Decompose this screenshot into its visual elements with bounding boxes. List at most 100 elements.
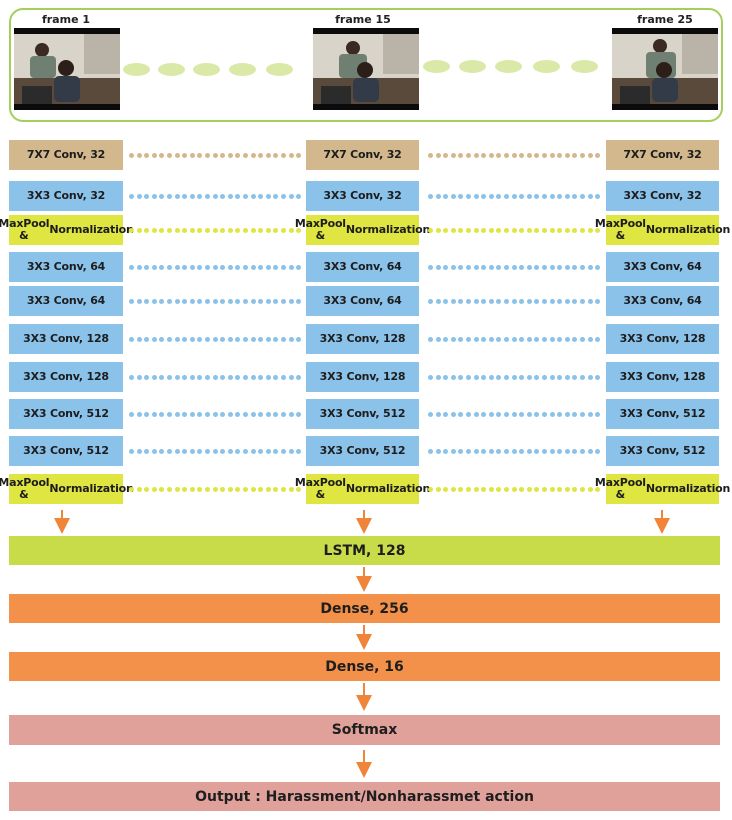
- connector-dot: [273, 336, 278, 342]
- connector-dot: [137, 152, 142, 158]
- connector-dot: [281, 298, 286, 304]
- connector-dot: [512, 448, 517, 454]
- output-layer: Output : Harassment/Nonharassmet action: [9, 782, 720, 811]
- connector-dot: [474, 152, 479, 158]
- connector-dot: [489, 298, 494, 304]
- connector-dot: [534, 336, 539, 342]
- connector-dot: [175, 298, 180, 304]
- connector-dot: [436, 264, 441, 270]
- connector-dot: [213, 298, 218, 304]
- connector-dot: [235, 336, 240, 342]
- connector-dot: [220, 193, 225, 199]
- connector-dot: [489, 152, 494, 158]
- connector-dot: [228, 152, 233, 158]
- connector-dot: [496, 193, 501, 199]
- connector-dot: [144, 486, 149, 492]
- connector-dot: [213, 374, 218, 380]
- connector-dot: [474, 336, 479, 342]
- connector-dot: [144, 193, 149, 199]
- layer-block-conv3: 3X3 Conv, 32: [9, 181, 123, 211]
- connector-dot: [152, 193, 157, 199]
- connector-dot: [512, 227, 517, 233]
- connector-dot: [129, 336, 134, 342]
- connector-dot: [289, 336, 294, 342]
- connector-dot: [481, 486, 486, 492]
- frame-gap-ellipse: [229, 63, 256, 76]
- connector-dot: [595, 374, 600, 380]
- frame-label-1: frame 1: [41, 13, 91, 26]
- connector-dot: [159, 227, 164, 233]
- connector-dot: [152, 411, 157, 417]
- connector-dot: [144, 448, 149, 454]
- connector-dot: [296, 374, 301, 380]
- connector-dot: [565, 193, 570, 199]
- layer-block-conv7: 7X7 Conv, 32: [306, 140, 419, 170]
- connector-dot: [466, 336, 471, 342]
- connector-dot: [167, 411, 172, 417]
- layer-block-pool: MaxPool &Normalization: [595, 474, 730, 504]
- connector-dot: [534, 264, 539, 270]
- connector-dot: [451, 152, 456, 158]
- layer-block-conv3: 3X3 Conv, 64: [606, 252, 719, 282]
- connector-dot: [595, 193, 600, 199]
- connector-dot: [519, 411, 524, 417]
- connector-dot: [228, 264, 233, 270]
- connector-dot: [527, 193, 532, 199]
- connector-dot: [527, 411, 532, 417]
- connector-dot: [129, 374, 134, 380]
- connector-dot: [281, 486, 286, 492]
- layer-label-line: MaxPool &: [594, 217, 646, 242]
- connector-dot: [466, 227, 471, 233]
- layer-block-conv3: 3X3 Conv, 512: [306, 436, 419, 466]
- connector-dot: [167, 336, 172, 342]
- connector-dot: [443, 336, 448, 342]
- connector-dot: [152, 486, 157, 492]
- connector-dot: [428, 298, 433, 304]
- connector-dot: [428, 486, 433, 492]
- frame-gap-ellipse: [423, 60, 450, 73]
- layer-block-conv7: 7X7 Conv, 32: [9, 140, 123, 170]
- connector-dot: [129, 486, 134, 492]
- connector-dot: [588, 411, 593, 417]
- frame-image-15: [313, 28, 419, 110]
- connector-dot: [565, 298, 570, 304]
- connector-dot: [243, 227, 248, 233]
- connector-dot: [565, 336, 570, 342]
- connector-dot: [213, 193, 218, 199]
- connector-dot: [580, 486, 585, 492]
- connector-dot: [243, 264, 248, 270]
- connector-dot: [273, 298, 278, 304]
- connector-dot: [557, 227, 562, 233]
- connector-dot: [565, 411, 570, 417]
- connector-dot: [595, 227, 600, 233]
- connector-dot: [481, 374, 486, 380]
- connector-dot: [595, 298, 600, 304]
- connector-dot: [228, 486, 233, 492]
- connector-dot: [557, 374, 562, 380]
- layer-block-conv3: 3X3 Conv, 128: [306, 324, 419, 354]
- connector-dot: [167, 448, 172, 454]
- connector-dot: [466, 374, 471, 380]
- connector-dot: [572, 374, 577, 380]
- connector-dot: [481, 448, 486, 454]
- connector-dot: [205, 264, 210, 270]
- connector-dot: [436, 152, 441, 158]
- layer-block-conv3: 3X3 Conv, 512: [306, 399, 419, 429]
- connector-dot: [474, 298, 479, 304]
- connector-dot: [228, 411, 233, 417]
- connector-dot: [527, 152, 532, 158]
- connector-dot: [205, 193, 210, 199]
- connector-dot: [273, 411, 278, 417]
- connector-dot: [557, 193, 562, 199]
- layer-block-conv3: 3X3 Conv, 512: [606, 399, 719, 429]
- connector-dot: [175, 227, 180, 233]
- connector-dot: [512, 411, 517, 417]
- frame-gap-ellipse: [123, 63, 150, 76]
- connector-dot: [496, 298, 501, 304]
- connector-dot: [220, 298, 225, 304]
- connector-dot: [159, 486, 164, 492]
- layer-block-pool: MaxPool &Normalization: [295, 215, 430, 245]
- connector-dot: [220, 411, 225, 417]
- connector-dot: [167, 374, 172, 380]
- connector-dot: [273, 264, 278, 270]
